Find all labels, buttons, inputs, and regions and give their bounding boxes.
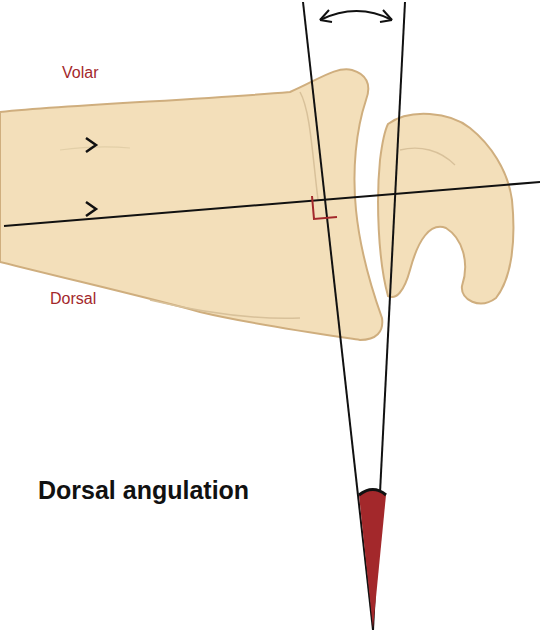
- side-label: Dorsal: [50, 290, 96, 308]
- arrowhead: [320, 10, 332, 22]
- chevron: [86, 138, 96, 152]
- angle-arc: [359, 490, 386, 496]
- arrowhead: [380, 10, 392, 22]
- angle-title: Dorsal angulation: [38, 476, 249, 505]
- angle-arrow: [320, 11, 392, 20]
- right-angle-marker: [312, 196, 337, 219]
- angle-wedge: [359, 491, 386, 629]
- perpendicular-line: [303, 2, 373, 630]
- chevron: [86, 202, 96, 216]
- bone-contour: [400, 148, 455, 165]
- long-axis-line: [4, 182, 540, 226]
- side-label: Volar: [62, 64, 98, 82]
- bone-contour: [150, 300, 300, 318]
